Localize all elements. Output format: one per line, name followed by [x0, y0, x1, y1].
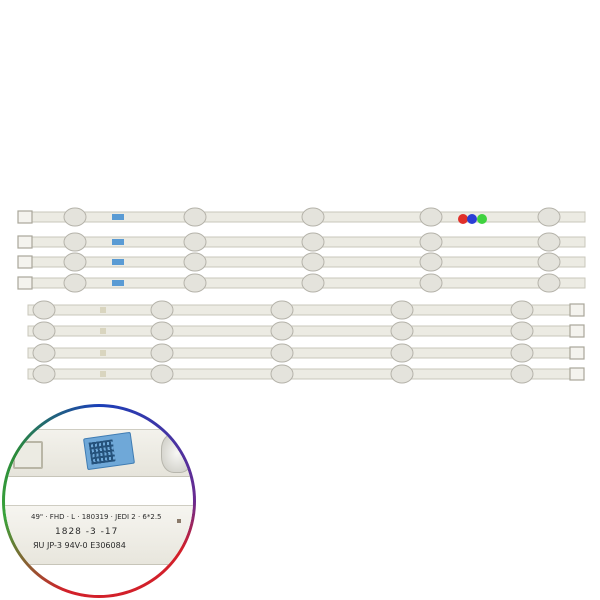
led-lens	[510, 343, 534, 363]
strip-qr-label	[112, 214, 124, 220]
red-dot	[458, 214, 468, 224]
led-lens	[32, 300, 56, 320]
led-lens	[390, 321, 414, 341]
led-lens	[183, 252, 207, 272]
zoom-solder-mark	[177, 519, 181, 523]
zoom-date-text: 1828 -3 -17	[55, 527, 119, 537]
zoom-cert-text: ЯU JP-3 94V-0 E306084	[33, 541, 126, 550]
strip-label	[100, 328, 106, 334]
led-lens	[301, 232, 325, 252]
led-lens	[270, 300, 294, 320]
blue-dot	[467, 214, 477, 224]
led-lens	[301, 207, 325, 227]
strip-connector	[17, 276, 33, 290]
led-lens	[390, 343, 414, 363]
led-lens	[63, 273, 87, 293]
zoom-connector	[13, 441, 43, 469]
led-lens	[419, 207, 443, 227]
led-lens	[301, 273, 325, 293]
led-lens	[270, 343, 294, 363]
led-lens	[270, 364, 294, 384]
led-lens	[183, 207, 207, 227]
led-lens	[510, 364, 534, 384]
led-lens	[183, 232, 207, 252]
led-lens	[63, 207, 87, 227]
green-dot	[477, 214, 487, 224]
led-lens	[32, 343, 56, 363]
led-lens	[150, 321, 174, 341]
led-lens	[150, 300, 174, 320]
zoom-inset-content: 49" · FHD · L · 180319 · JEDI 2 · 6*2.5 …	[5, 407, 193, 595]
led-lens	[390, 364, 414, 384]
led-lens	[301, 252, 325, 272]
strip-connector	[17, 235, 33, 249]
strip-connector	[569, 303, 585, 317]
zoom-qr-label	[83, 431, 135, 471]
led-lens	[510, 321, 534, 341]
led-lens	[510, 300, 534, 320]
strip-connector	[17, 255, 33, 269]
led-lens	[183, 273, 207, 293]
strip-connector	[569, 346, 585, 360]
strip-qr-label	[112, 239, 124, 245]
rgb-color-dots	[458, 214, 487, 224]
zoom-inset: 49" · FHD · L · 180319 · JEDI 2 · 6*2.5 …	[2, 404, 196, 598]
led-lens	[32, 321, 56, 341]
strip-connector	[569, 324, 585, 338]
led-lens	[150, 364, 174, 384]
strip-connector	[17, 210, 33, 224]
led-strips-group	[17, 207, 586, 384]
led-lens	[419, 232, 443, 252]
led-lens	[537, 252, 561, 272]
strip-label	[100, 371, 106, 377]
led-lens	[537, 273, 561, 293]
strip-qr-label	[112, 280, 124, 286]
strip-label	[100, 307, 106, 313]
led-lens	[537, 207, 561, 227]
led-lens	[390, 300, 414, 320]
led-lens	[419, 273, 443, 293]
strip-qr-label	[112, 259, 124, 265]
led-lens	[537, 232, 561, 252]
zoom-led	[161, 433, 193, 473]
led-lens	[150, 343, 174, 363]
led-lens	[270, 321, 294, 341]
zoom-model-text: 49" · FHD · L · 180319 · JEDI 2 · 6*2.5	[31, 513, 162, 521]
led-lens	[63, 252, 87, 272]
strip-label	[100, 350, 106, 356]
led-lens	[63, 232, 87, 252]
zoom-strip-lower	[5, 505, 193, 565]
led-lens	[32, 364, 56, 384]
led-lens	[419, 252, 443, 272]
strip-connector	[569, 367, 585, 381]
